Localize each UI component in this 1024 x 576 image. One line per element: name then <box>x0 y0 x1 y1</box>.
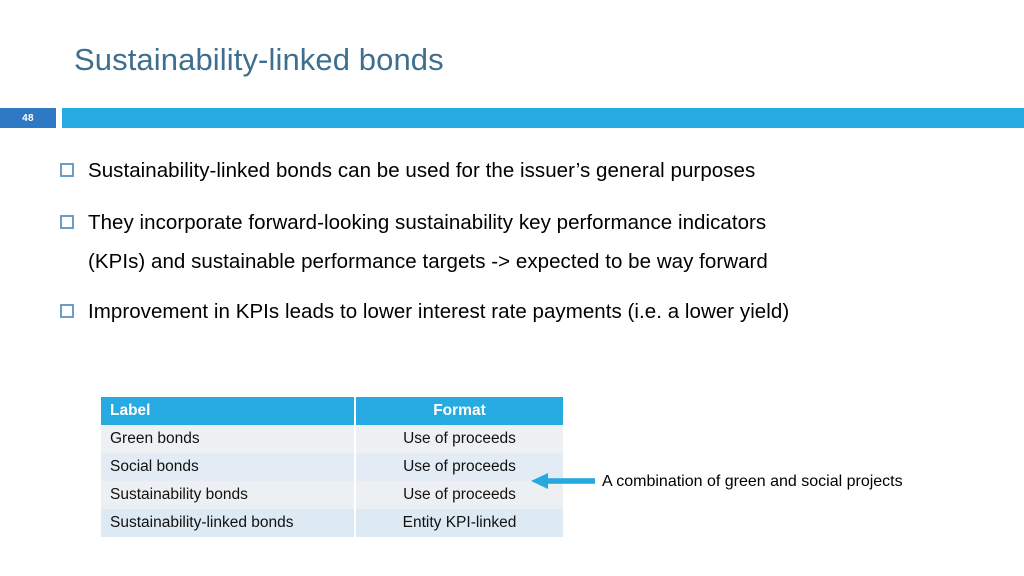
cell-label: Green bonds <box>101 425 356 453</box>
table-row: Sustainability-linked bonds Entity KPI-l… <box>101 509 563 537</box>
accent-rule <box>62 108 1024 128</box>
bond-types-table: Label Format Green bonds Use of proceeds… <box>101 397 563 537</box>
header-band: 48 <box>0 108 1024 128</box>
cell-format: Use of proceeds <box>355 481 563 509</box>
bullet-text: Improvement in KPIs leads to lower inter… <box>88 300 790 323</box>
column-header-format: Format <box>355 397 563 425</box>
page-title: Sustainability-linked bonds <box>74 42 444 77</box>
hollow-square-bullet-icon <box>60 163 74 177</box>
bullet-text: They incorporate forward-looking sustain… <box>88 211 767 234</box>
bullet-text: (KPIs) and sustainable performance targe… <box>88 250 768 273</box>
list-item: Improvement in KPIs leads to lower inter… <box>60 296 1000 327</box>
cell-label: Sustainability-linked bonds <box>101 509 356 537</box>
cell-label: Social bonds <box>101 453 356 481</box>
bullet-list: Sustainability-linked bonds can be used … <box>60 155 1000 335</box>
hollow-square-bullet-icon <box>60 215 74 229</box>
table-header-row: Label Format <box>101 397 563 425</box>
list-item-continuation: (KPIs) and sustainable performance targe… <box>60 246 1000 277</box>
hollow-square-bullet-icon <box>60 304 74 318</box>
page-number-badge: 48 <box>0 108 56 128</box>
table-row: Social bonds Use of proceeds <box>101 453 563 481</box>
callout-note: A combination of green and social projec… <box>602 473 903 490</box>
left-arrow-icon <box>531 473 595 489</box>
bullet-spacer <box>60 254 74 268</box>
cell-format: Entity KPI-linked <box>355 509 563 537</box>
list-item: Sustainability-linked bonds can be used … <box>60 155 1000 186</box>
cell-format: Use of proceeds <box>355 425 563 453</box>
column-header-label: Label <box>101 397 356 425</box>
table-row: Sustainability bonds Use of proceeds <box>101 481 563 509</box>
cell-label: Sustainability bonds <box>101 481 356 509</box>
bullet-text: Sustainability-linked bonds can be used … <box>88 159 756 182</box>
list-item: They incorporate forward-looking sustain… <box>60 207 1000 238</box>
table-row: Green bonds Use of proceeds <box>101 425 563 453</box>
cell-format: Use of proceeds <box>355 453 563 481</box>
